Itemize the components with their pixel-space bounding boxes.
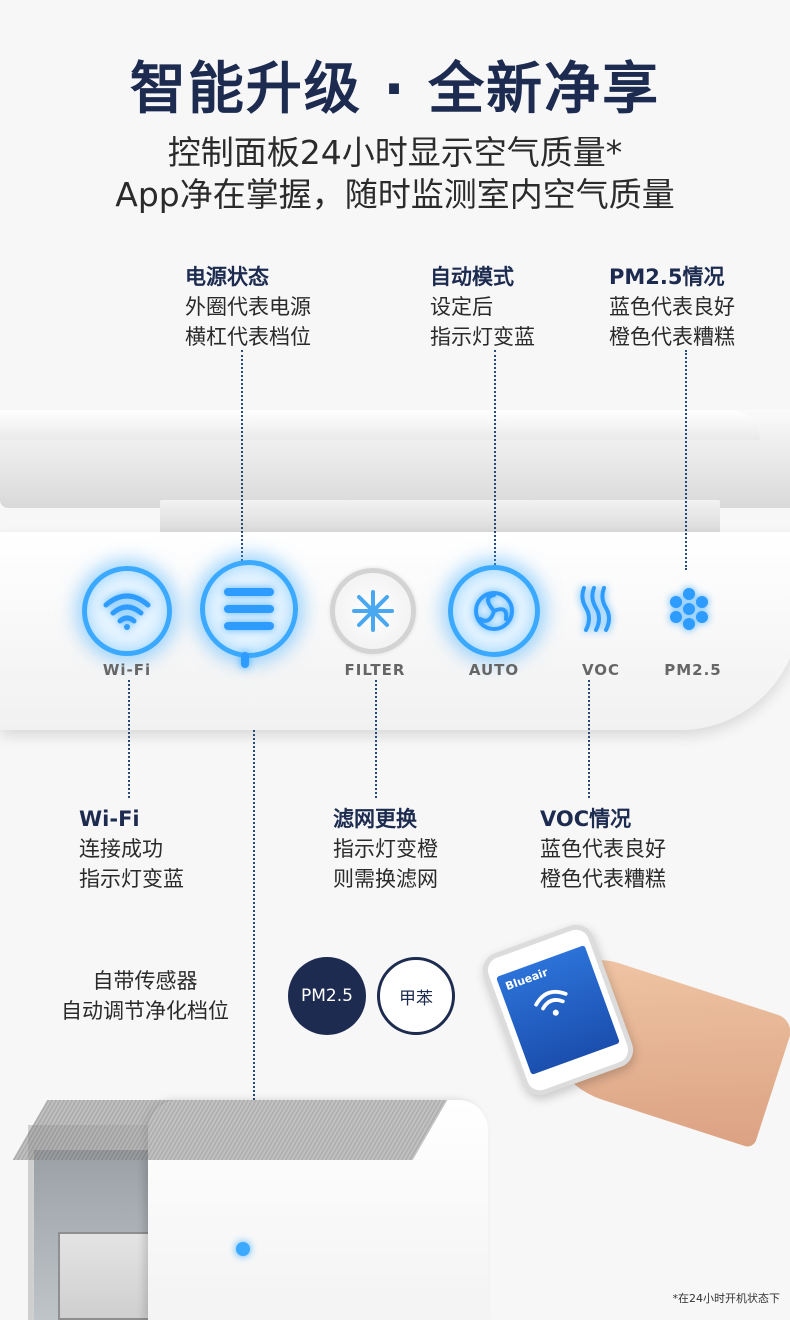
auto-label: AUTO — [468, 661, 520, 679]
subtitle-line-1: 控制面板24小时显示空气质量* — [167, 133, 623, 172]
sensor-description: 自带传感器 自动调节净化档位 — [40, 966, 250, 1026]
feature-heading: PM2.5情况 — [609, 265, 725, 289]
feature-heading: VOC情况 — [540, 807, 632, 831]
page-title: 智能升级 · 全新净享 — [129, 57, 661, 122]
feature-line: 横杠代表档位 — [185, 325, 311, 349]
connector-line — [588, 680, 590, 798]
power-stem-icon — [241, 652, 249, 668]
pm25-indicator — [666, 586, 712, 636]
filter-snowflake-icon — [352, 590, 394, 632]
feature-power-status: 电源状态 外圈代表电源 横杠代表档位 — [185, 262, 311, 352]
feature-line: 设定后 — [430, 295, 493, 319]
filter-indicator[interactable] — [330, 568, 416, 654]
feature-auto-mode: 自动模式 设定后 指示灯变蓝 — [430, 262, 535, 352]
feature-line: 指示灯变蓝 — [79, 867, 184, 891]
wifi-label: Wi-Fi — [102, 661, 152, 679]
voc-indicator — [578, 584, 614, 638]
sensor-connector-line — [253, 730, 255, 1140]
purifier-top-grille — [12, 1100, 448, 1160]
wifi-icon — [103, 593, 151, 630]
connector-line — [375, 680, 377, 798]
connector-line — [685, 350, 687, 570]
device-lid-top — [0, 410, 760, 440]
pm25-badge: PM2.5 — [288, 957, 366, 1035]
phone-screen: Blueair — [496, 945, 620, 1075]
feature-voc-status: VOC情况 蓝色代表良好 橙色代表糟糕 — [540, 804, 666, 894]
connector-line — [241, 350, 243, 565]
pm25-label: PM2.5 — [664, 661, 722, 679]
feature-heading: 自动模式 — [430, 265, 514, 289]
subtitle-line-2: App净在掌握，随时监测室内空气质量 — [115, 175, 675, 214]
device-hinge — [160, 500, 346, 538]
purifier-control-panel — [58, 1232, 158, 1320]
toluene-badge: 甲苯 — [377, 957, 455, 1035]
feature-line: 橙色代表糟糕 — [609, 325, 735, 349]
feature-line: 蓝色代表良好 — [609, 295, 735, 319]
feature-pm25-status: PM2.5情况 蓝色代表良好 橙色代表糟糕 — [609, 262, 735, 352]
feature-line: 则需换滤网 — [333, 867, 438, 891]
status-light-icon — [236, 1242, 250, 1256]
fan-swirl-icon — [474, 591, 514, 631]
pm25-dots-icon — [670, 588, 708, 630]
feature-heading: Wi-Fi — [79, 807, 140, 831]
feature-line: 橙色代表糟糕 — [540, 867, 666, 891]
feature-line: 蓝色代表良好 — [540, 837, 666, 861]
filter-label: FILTER — [344, 661, 406, 679]
footnote: *在24小时开机状态下 — [672, 1292, 781, 1305]
power-button[interactable] — [200, 560, 298, 658]
wifi-indicator[interactable] — [82, 566, 172, 656]
app-brand: Blueair — [503, 965, 550, 994]
feature-line: 指示灯变蓝 — [430, 325, 535, 349]
feature-line: 外圈代表电源 — [185, 295, 311, 319]
feature-filter-change: 滤网更换 指示灯变橙 则需换滤网 — [333, 804, 438, 894]
connector-line — [128, 680, 130, 798]
voc-waves-icon — [580, 586, 611, 632]
auto-button[interactable] — [448, 565, 540, 657]
feature-line: 指示灯变橙 — [333, 837, 438, 861]
app-wifi-icon — [534, 989, 568, 1016]
device-hinge — [345, 500, 531, 538]
sensor-line: 自带传感器 — [92, 969, 198, 993]
smartphone: Blueair — [477, 919, 639, 1101]
feature-line: 连接成功 — [79, 837, 163, 861]
feature-heading: 电源状态 — [185, 265, 269, 289]
feature-heading: 滤网更换 — [333, 807, 417, 831]
speed-bars-icon — [224, 588, 274, 630]
sensor-line: 自动调节净化档位 — [61, 999, 229, 1023]
connector-line — [494, 350, 496, 565]
voc-label: VOC — [581, 661, 621, 679]
device-hinge — [530, 500, 720, 538]
feature-wifi: Wi-Fi 连接成功 指示灯变蓝 — [79, 804, 184, 894]
